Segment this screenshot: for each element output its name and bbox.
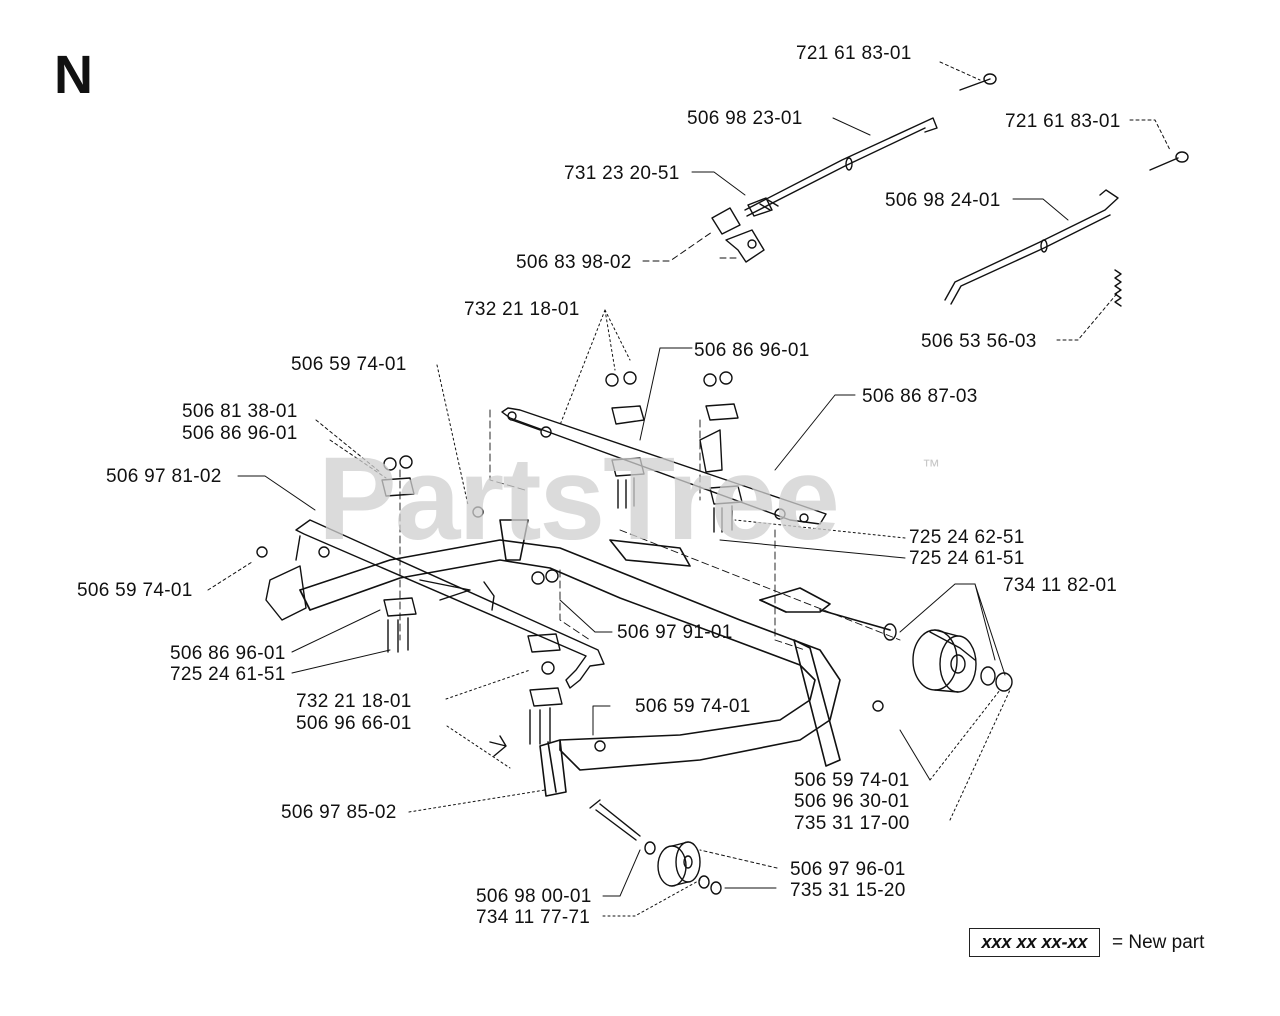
- part-label[interactable]: 506 97 91-01: [617, 622, 733, 643]
- part-label[interactable]: 725 24 62-51: [909, 527, 1025, 548]
- part-label[interactable]: 506 96 30-01: [794, 791, 910, 812]
- part-label[interactable]: 506 59 74-01: [635, 696, 751, 717]
- section-letter: N: [54, 45, 93, 105]
- cable-adjuster: [711, 197, 773, 263]
- control-rod-upper: [744, 73, 997, 217]
- part-label[interactable]: 506 83 98-02: [516, 252, 632, 273]
- part-label[interactable]: 721 61 83-01: [1005, 111, 1121, 132]
- part-label[interactable]: 506 86 96-01: [694, 340, 810, 361]
- link-arm-upper: [501, 407, 827, 525]
- part-label[interactable]: 735 31 17-00: [794, 813, 910, 834]
- part-label[interactable]: 506 96 66-01: [296, 713, 412, 734]
- part-label[interactable]: 506 59 74-01: [794, 770, 910, 791]
- part-label[interactable]: 506 53 56-03: [921, 331, 1037, 352]
- part-label[interactable]: 732 21 18-01: [296, 691, 412, 712]
- roller-large: [883, 623, 1013, 693]
- part-label[interactable]: 735 31 15-20: [790, 880, 906, 901]
- watermark: PartsTree: [318, 433, 840, 565]
- control-rod-right: [944, 151, 1189, 305]
- part-label[interactable]: 506 59 74-01: [77, 580, 193, 601]
- part-label[interactable]: 506 98 00-01: [476, 886, 592, 907]
- clamp-assemblies: [256, 371, 884, 752]
- part-label[interactable]: 506 98 24-01: [885, 190, 1001, 211]
- legend-new-part-text: = New part: [1112, 932, 1205, 953]
- part-label[interactable]: 506 98 23-01: [687, 108, 803, 129]
- part-label[interactable]: 734 11 82-01: [1003, 575, 1118, 596]
- part-label[interactable]: 506 81 38-01: [182, 401, 298, 422]
- part-label[interactable]: 506 97 81-02: [106, 466, 222, 487]
- main-frame: [299, 519, 891, 797]
- link-arm-lower: [265, 519, 605, 689]
- part-label[interactable]: 725 24 61-51: [170, 664, 286, 685]
- legend-new-part-code: xxx xx xx-xx: [969, 928, 1100, 957]
- part-label[interactable]: 734 11 77-71: [476, 907, 591, 928]
- part-label[interactable]: 506 97 96-01: [790, 859, 906, 880]
- part-label[interactable]: 732 21 18-01: [464, 299, 580, 320]
- part-label[interactable]: 506 86 96-01: [182, 423, 298, 444]
- roller-small: [644, 841, 722, 895]
- part-label[interactable]: 506 97 85-02: [281, 802, 397, 823]
- spring: [1114, 269, 1122, 307]
- part-label[interactable]: 506 59 74-01: [291, 354, 407, 375]
- axles: [589, 799, 641, 841]
- part-label[interactable]: 506 86 96-01: [170, 643, 286, 664]
- part-label[interactable]: 506 86 87-03: [862, 386, 978, 407]
- part-label[interactable]: 725 24 61-51: [909, 548, 1025, 569]
- part-label[interactable]: 731 23 20-51: [564, 163, 680, 184]
- leader-lines: [207, 61, 1171, 917]
- part-label[interactable]: 721 61 83-01: [796, 43, 912, 64]
- cotter-pin: [489, 735, 507, 757]
- watermark-tm: ™: [922, 456, 940, 476]
